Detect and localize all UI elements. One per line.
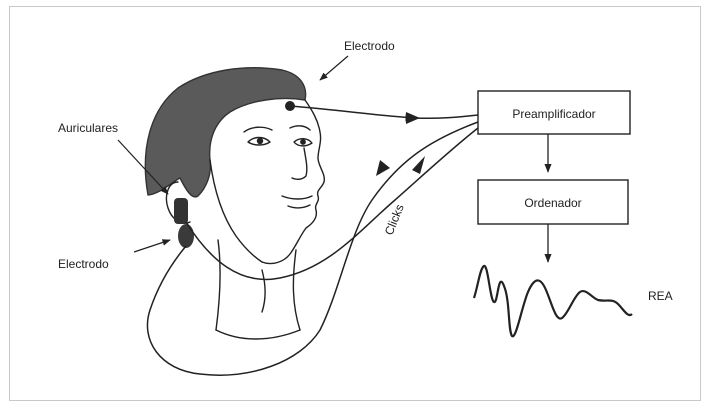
arrow-to-preamp-top (406, 112, 420, 124)
pupil-right (301, 140, 305, 144)
label-earphones: Auriculares (58, 121, 118, 135)
label-electrode-top: Electrodo (344, 39, 395, 53)
ear-electrode (178, 224, 194, 248)
neck-left (216, 240, 220, 330)
pupil-left (258, 139, 263, 144)
cable-ear-to-preamp (186, 128, 478, 279)
preamp-label: Preamplificador (512, 107, 595, 121)
arrow-clicks (376, 160, 390, 176)
pointer-electrode-ear (134, 240, 170, 252)
mouth (282, 196, 312, 199)
neck-right (293, 250, 300, 330)
earphone-cup (174, 198, 188, 224)
nose (292, 148, 307, 179)
rea-waveform (474, 266, 632, 336)
cable-forehead-to-preamp (290, 106, 478, 118)
jaw-line (210, 160, 262, 262)
processing-boxes: Preamplificador Ordenador (478, 91, 630, 262)
hair-shape (145, 68, 305, 197)
head-illustration (145, 68, 324, 339)
face-profile (262, 100, 324, 264)
eyebrow-left (244, 127, 272, 132)
label-electrode-ear: Electrodo (58, 257, 109, 271)
collarbone (216, 330, 300, 339)
lower-lip (288, 205, 310, 208)
computer-label: Ordenador (524, 196, 581, 210)
eyebrow-right (290, 126, 310, 130)
label-rea: REA (648, 289, 673, 303)
arrow-to-preamp-lower (412, 156, 425, 174)
neck-crease (262, 270, 265, 312)
pointer-electrode-top (320, 56, 348, 80)
